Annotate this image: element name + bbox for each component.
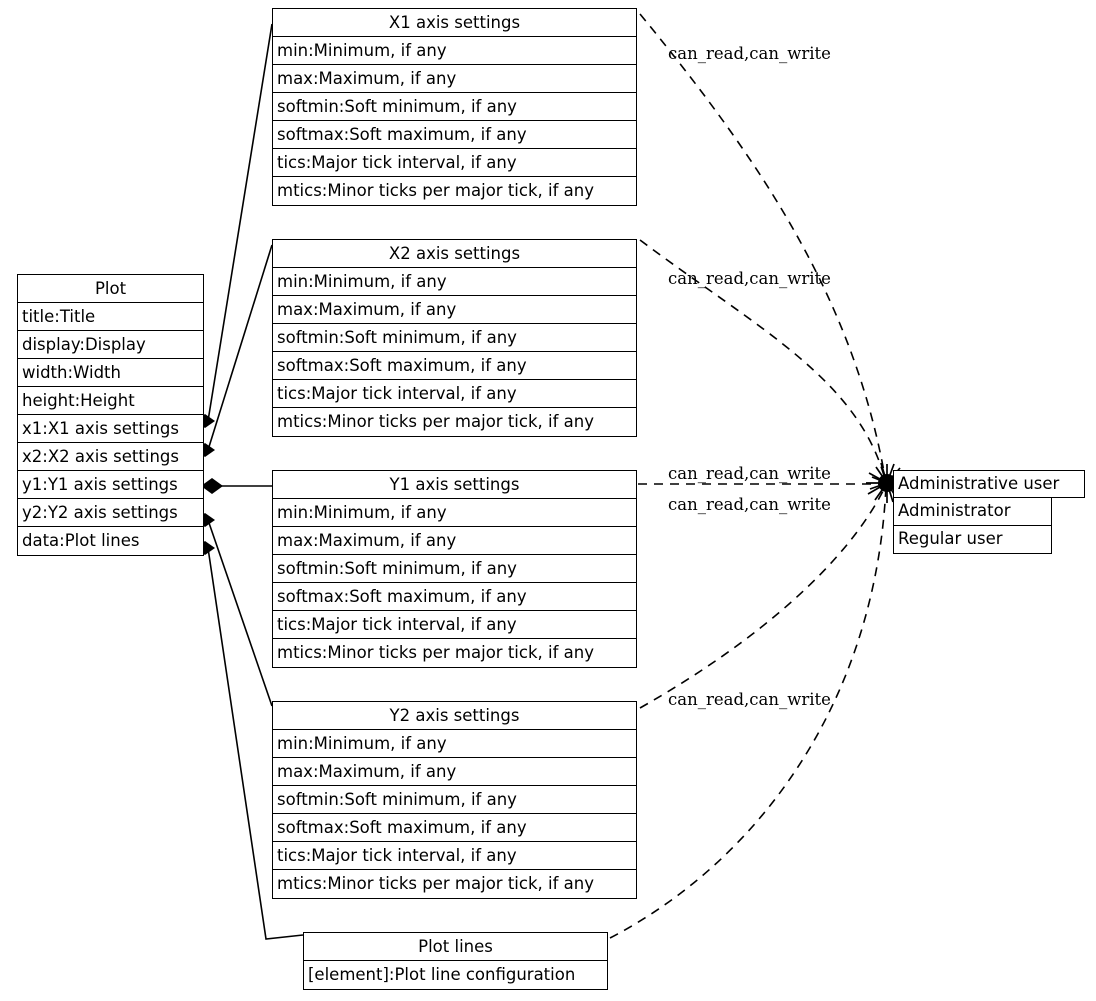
class-x1-attr-softmin: softmin:Soft minimum, if any	[273, 93, 636, 121]
class-x2-attr-tics: tics:Major tick interval, if any	[273, 380, 636, 408]
class-x1-attr-mtics: mtics:Minor ticks per major tick, if any	[277, 181, 594, 200]
class-y2-attr-softmin: softmin:Soft minimum, if any	[273, 786, 636, 814]
class-y1-attr-max: max:Maximum, if any	[273, 527, 636, 555]
class-x1-axis-settings[interactable]: X1 axis settings min:Minimum, if any max…	[272, 8, 637, 206]
class-x1-attr-max: max:Maximum, if any	[273, 65, 636, 93]
class-x2-attr-max: max:Maximum, if any	[273, 296, 636, 324]
class-plot-lines-attr-element: [element]:Plot line configuration	[308, 965, 576, 984]
class-x1-attr-softmax: softmax:Soft maximum, if any	[273, 121, 636, 149]
class-x2-attr-min: min:Minimum, if any	[273, 268, 636, 296]
composition-edge-x1	[207, 23, 273, 422]
class-y1-attr-softmax: softmax:Soft maximum, if any	[273, 583, 636, 611]
class-x1-attr-min: min:Minimum, if any	[273, 37, 636, 65]
class-plot-attr-height: height:Height	[18, 387, 203, 415]
edge-label-plotlines: can_read,can_write	[668, 690, 831, 709]
class-y1-attr-mtics: mtics:Minor ticks per major tick, if any	[277, 643, 594, 662]
class-y2-attr-min: min:Minimum, if any	[273, 730, 636, 758]
permission-edge-y2	[639, 484, 887, 709]
class-x2-axis-settings[interactable]: X2 axis settings min:Minimum, if any max…	[272, 239, 637, 437]
class-y2-title: Y2 axis settings	[273, 702, 636, 730]
composition-diamond-y1	[201, 478, 223, 494]
class-x1-attr-tics: tics:Major tick interval, if any	[273, 149, 636, 177]
class-plot-lines[interactable]: Plot lines [element]:Plot line configura…	[303, 932, 608, 990]
composition-edge-y2	[207, 519, 273, 707]
class-y1-axis-settings[interactable]: Y1 axis settings min:Minimum, if any max…	[272, 470, 637, 668]
class-plot-attr-y1: y1:Y1 axis settings	[18, 471, 203, 499]
class-y1-title: Y1 axis settings	[273, 471, 636, 499]
edge-label-y1: can_read,can_write	[668, 464, 831, 483]
class-plot-lines-title: Plot lines	[304, 933, 607, 961]
class-y1-attr-softmin: softmin:Soft minimum, if any	[273, 555, 636, 583]
class-plot-attr-x1: x1:X1 axis settings	[18, 415, 203, 443]
class-administrative-user-row-administrator: Administrator	[893, 498, 1052, 526]
class-x2-attr-softmin: softmin:Soft minimum, if any	[273, 324, 636, 352]
composition-edge-x2	[207, 244, 273, 451]
class-administrative-user-title: Administrative user	[893, 470, 1085, 498]
class-plot[interactable]: Plot title:Title display:Display width:W…	[17, 274, 204, 556]
class-y2-attr-mtics: mtics:Minor ticks per major tick, if any	[277, 874, 594, 893]
class-x1-title: X1 axis settings	[273, 9, 636, 37]
class-x2-attr-softmax: softmax:Soft maximum, if any	[273, 352, 636, 380]
class-y2-axis-settings[interactable]: Y2 axis settings min:Minimum, if any max…	[272, 701, 637, 899]
edge-label-x2: can_read,can_write	[668, 269, 831, 288]
class-plot-attr-display: display:Display	[18, 331, 203, 359]
edge-label-x1: can_read,can_write	[668, 44, 831, 63]
class-plot-attr-title: title:Title	[18, 303, 203, 331]
class-x2-title: X2 axis settings	[273, 240, 636, 268]
class-y1-attr-min: min:Minimum, if any	[273, 499, 636, 527]
permission-edge-x1	[639, 13, 887, 484]
class-y1-attr-tics: tics:Major tick interval, if any	[273, 611, 636, 639]
class-y2-attr-max: max:Maximum, if any	[273, 758, 636, 786]
class-x2-attr-mtics: mtics:Minor ticks per major tick, if any	[277, 412, 594, 431]
edge-label-y2: can_read,can_write	[668, 495, 831, 514]
class-administrative-user[interactable]: Administrative user Administrator Regula…	[893, 470, 1085, 557]
class-plot-title: Plot	[18, 275, 203, 303]
class-administrative-user-row-regular-user: Regular user	[893, 526, 1052, 554]
class-y2-attr-tics: tics:Major tick interval, if any	[273, 842, 636, 870]
class-plot-attr-y2: y2:Y2 axis settings	[18, 499, 203, 527]
permission-edge-plotlines	[609, 485, 887, 939]
class-y2-attr-softmax: softmax:Soft maximum, if any	[273, 814, 636, 842]
class-plot-attr-x2: x2:X2 axis settings	[18, 443, 203, 471]
class-plot-attr-width: width:Width	[18, 359, 203, 387]
class-plot-attr-data: data:Plot lines	[22, 531, 140, 550]
